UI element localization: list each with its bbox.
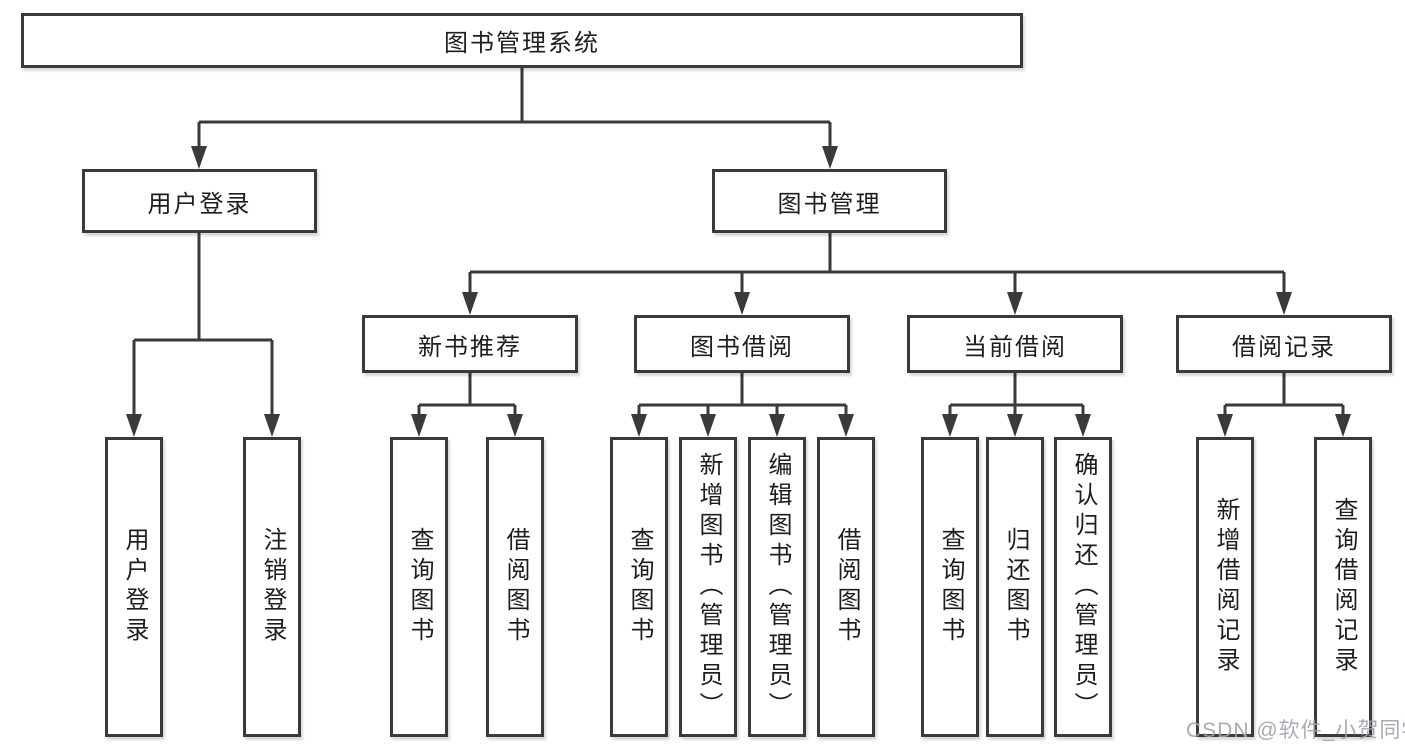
node-borrow-books: 借阅图书	[817, 437, 875, 737]
node-query-borrow-record: 查询借阅记录	[1314, 437, 1372, 737]
watermark: CSDN @软件_小贺同学	[1186, 719, 1405, 742]
node-book-management: 图书管理	[712, 169, 947, 233]
node-user-login-group: 用户登录	[82, 169, 317, 233]
node-label: 确认归还（管理员）	[1070, 452, 1097, 722]
node-label: 注销登录	[259, 527, 286, 647]
node-add-borrow-record: 新增借阅记录	[1196, 437, 1254, 737]
arrowheads	[126, 146, 1351, 437]
node-label: 借阅图书	[502, 527, 529, 647]
node-book-borrowing: 图书借阅	[634, 315, 850, 373]
node-user-login: 用户登录	[105, 437, 163, 737]
node-label: 用户登录	[121, 527, 148, 647]
node-logout: 注销登录	[243, 437, 301, 737]
node-label: 查询借阅记录	[1330, 497, 1357, 677]
node-label: 查询图书	[626, 527, 653, 647]
node-add-books-admin: 新增图书（管理员）	[679, 437, 737, 737]
node-new-book-recommendation: 新书推荐	[362, 315, 578, 373]
node-query-books-borrowing: 查询图书	[610, 437, 668, 737]
node-query-books-current: 查询图书	[921, 437, 979, 737]
node-borrowing-records: 借阅记录	[1176, 315, 1392, 373]
node-query-books-recommend: 查询图书	[390, 437, 448, 737]
node-current-borrowing: 当前借阅	[907, 315, 1123, 373]
node-confirm-return-admin: 确认归还（管理员）	[1054, 437, 1112, 737]
node-label: 查询图书	[406, 527, 433, 647]
node-label: 借阅图书	[833, 527, 860, 647]
node-label: 归还图书	[1002, 527, 1029, 647]
node-label: 查询图书	[937, 527, 964, 647]
node-label: 新增借阅记录	[1212, 497, 1239, 677]
node-label: 编辑图书（管理员）	[764, 452, 791, 722]
node-label: 新增图书（管理员）	[695, 452, 722, 722]
node-edit-books-admin: 编辑图书（管理员）	[748, 437, 806, 737]
node-return-books: 归还图书	[986, 437, 1044, 737]
node-borrow-books-recommend: 借阅图书	[486, 437, 544, 737]
node-library-system: 图书管理系统	[21, 13, 1023, 68]
